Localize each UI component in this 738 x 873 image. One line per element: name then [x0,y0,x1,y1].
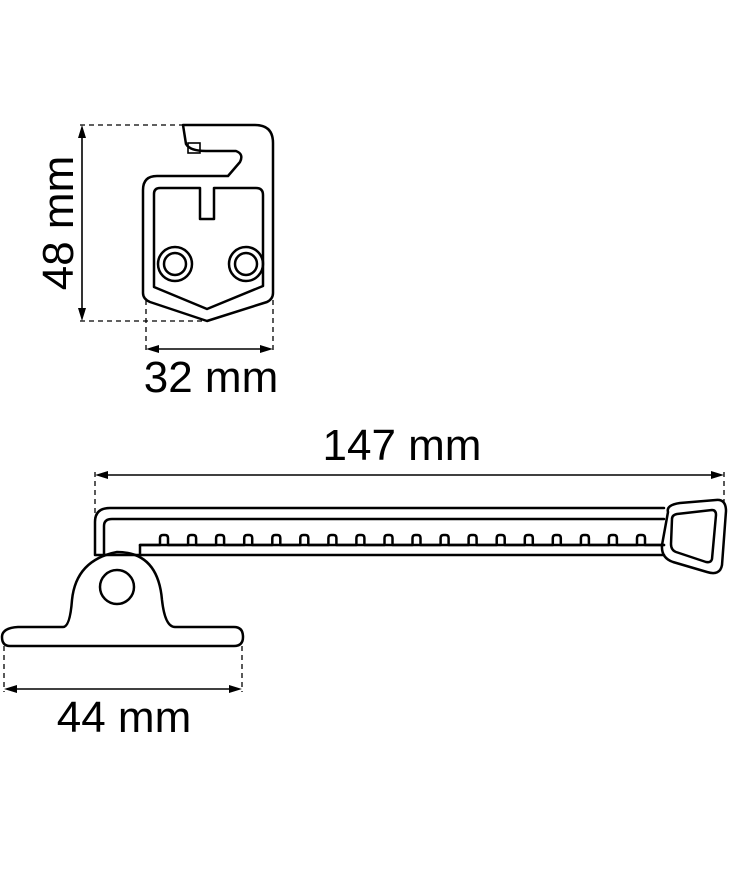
stay-bar-inner [102,517,666,557]
screw-hole-left-inner [162,251,188,277]
height-arrow-bottom [78,308,86,321]
screw-hole-left-outer [156,245,194,283]
height-arrow-top [78,125,86,138]
bracket-outer-outline [141,123,275,323]
pivot-base-plate [0,550,245,648]
base-arrow-right [229,685,242,693]
bracket-profile-view: 48 mm 32 mm [34,123,278,402]
base-arrow-left [4,685,17,693]
length-arrow-left [95,471,108,479]
depth-arrow-left [146,345,159,353]
stay-bar-outer [93,506,666,557]
depth-dimension-label: 32 mm [144,353,278,402]
length-dimension-label: 147 mm [323,421,482,470]
stay-hole-row [138,533,666,547]
hook-tip-notch [187,142,201,154]
screw-hole-right-outer [227,245,265,283]
screw-hole-right-inner [233,251,259,277]
stay-handle-grip-inner [669,508,718,564]
bracket-inner-outline [152,186,265,311]
pivot-hole [98,568,136,606]
stay-side-view: 147 mm 44 mm [0,421,728,742]
stay-handle-grip [660,498,728,575]
depth-arrow-right [260,345,273,353]
base-dimension-label: 44 mm [57,693,191,742]
height-dimension-label: 48 mm [34,156,83,290]
length-arrow-right [711,471,724,479]
